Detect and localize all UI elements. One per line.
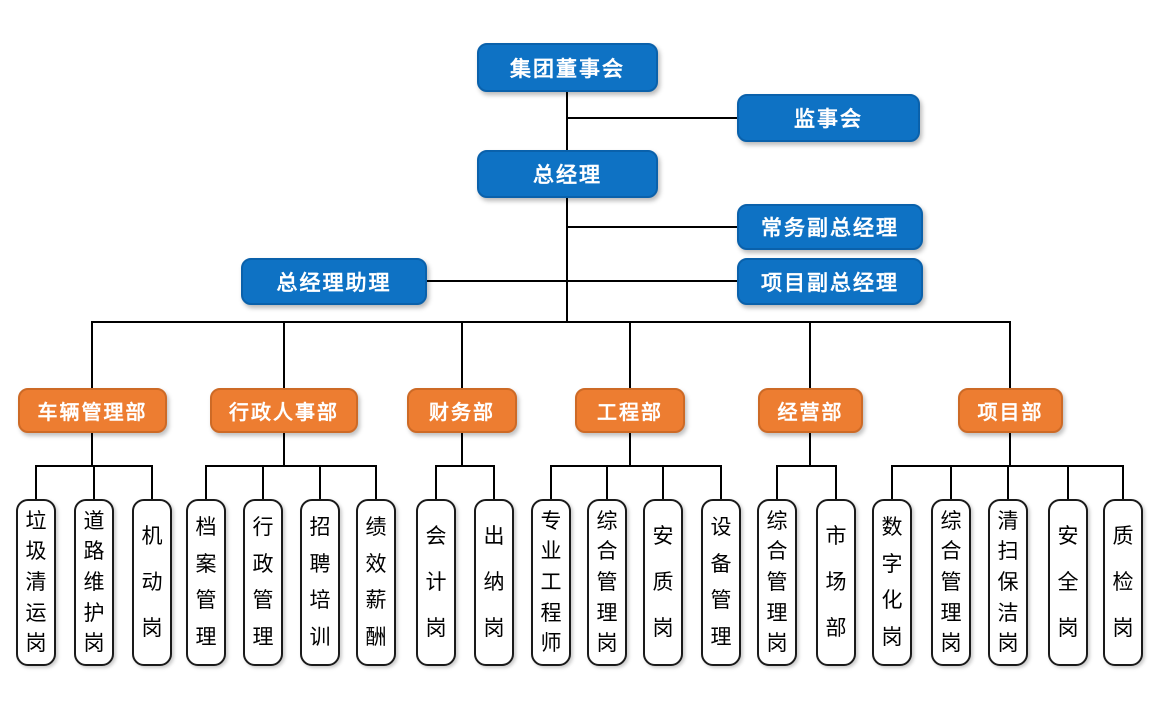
connector-dept-grouprail [283,432,285,466]
post-label: 综合管理岗 [940,509,962,656]
connector-drop-dept [1009,321,1011,388]
org-node-dept-engineering: 工程部 [575,388,685,433]
post-label: 档案管理 [195,515,217,650]
post-label: 招聘培训 [309,515,331,650]
org-node-post: 设备管理 [701,499,741,666]
org-node-post: 机动岗 [132,499,172,666]
connector-drop-post [151,465,153,499]
connector-drop-post [835,465,837,499]
post-label: 数字化岗 [881,515,903,650]
connector-group-rail [776,465,837,467]
org-node-post: 招聘培训 [300,499,340,666]
connector-drop-post [435,465,437,499]
org-node-board: 集团董事会 [477,43,658,92]
org-node-gm: 总经理 [477,150,658,198]
post-label: 综合管理岗 [766,509,788,656]
connector-group-rail [435,465,495,467]
post-label: 行政管理 [252,515,274,650]
org-node-post: 道路维护岗 [74,499,114,666]
org-node-project-deputy-gm: 项目副总经理 [737,258,923,305]
post-label: 质检岗 [1112,525,1134,640]
connector-dept-grouprail [629,432,631,466]
connector-assistant-project-deputy [427,280,738,282]
org-node-dept-finance: 财务部 [407,388,517,433]
connector-gm-rail [566,198,568,323]
org-node-exec-deputy-gm: 常务副总经理 [737,204,923,250]
connector-drop-post [662,465,664,499]
connector-drop-dept [809,321,811,388]
org-node-dept-project: 项目部 [958,388,1063,433]
connector-drop-post [1067,465,1069,499]
post-label: 会计岗 [425,525,447,640]
org-node-post: 专业工程师 [531,499,571,666]
connector-dept-grouprail [809,432,811,466]
post-label: 清扫保洁岗 [997,509,1019,656]
post-label: 安质岗 [652,525,674,640]
connector-exec-deputy [566,226,738,228]
connector-drop-post [375,465,377,499]
post-label: 道路维护岗 [83,509,105,656]
connector-drop-post [891,465,893,499]
org-node-post: 市场部 [816,499,856,666]
connector-group-rail [550,465,722,467]
connector-drop-post [205,465,207,499]
org-node-dept-vehicle: 车辆管理部 [18,388,167,433]
connector-drop-post [35,465,37,499]
post-label: 综合管理岗 [596,509,618,656]
org-node-post: 质检岗 [1103,499,1143,666]
org-node-post: 安全岗 [1048,499,1088,666]
connector-board-gm [566,92,568,150]
org-node-post: 安质岗 [643,499,683,666]
org-node-post: 清扫保洁岗 [988,499,1028,666]
connector-dept-grouprail [461,432,463,466]
connector-main-rail [91,321,1011,323]
connector-drop-post [606,465,608,499]
connector-drop-post [1007,465,1009,499]
connector-drop-post [1122,465,1124,499]
connector-dept-grouprail [1009,432,1011,466]
post-label: 市场部 [825,525,847,640]
org-node-post: 综合管理岗 [587,499,627,666]
connector-drop-dept [283,321,285,388]
post-label: 专业工程师 [540,509,562,656]
connector-supervisory [566,117,738,119]
connector-drop-post [93,465,95,499]
connector-drop-post [950,465,952,499]
org-node-post: 绩效薪酬 [356,499,396,666]
connector-drop-dept [629,321,631,388]
org-node-post: 出纳岗 [474,499,514,666]
org-node-gm-assistant: 总经理助理 [241,258,427,305]
post-label: 垃圾清运岗 [25,509,47,656]
post-label: 绩效薪酬 [365,515,387,650]
org-node-post: 档案管理 [186,499,226,666]
connector-drop-post [720,465,722,499]
org-node-post: 数字化岗 [872,499,912,666]
connector-drop-post [262,465,264,499]
connector-dept-grouprail [91,432,93,466]
org-node-post: 综合管理岗 [931,499,971,666]
post-label: 设备管理 [710,515,732,650]
post-label: 安全岗 [1057,525,1079,640]
connector-group-rail [205,465,377,467]
org-node-post: 会计岗 [416,499,456,666]
post-label: 机动岗 [141,525,163,640]
org-node-dept-hr-admin: 行政人事部 [210,388,358,433]
connector-drop-dept [91,321,93,388]
connector-drop-post [493,465,495,499]
connector-drop-post [550,465,552,499]
connector-drop-post [776,465,778,499]
org-node-post: 行政管理 [243,499,283,666]
org-node-post: 综合管理岗 [757,499,797,666]
post-label: 出纳岗 [483,525,505,640]
org-node-supervisory: 监事会 [737,94,920,142]
connector-drop-dept [461,321,463,388]
connector-drop-post [319,465,321,499]
org-node-post: 垃圾清运岗 [16,499,56,666]
org-node-dept-operations: 经营部 [758,388,863,433]
